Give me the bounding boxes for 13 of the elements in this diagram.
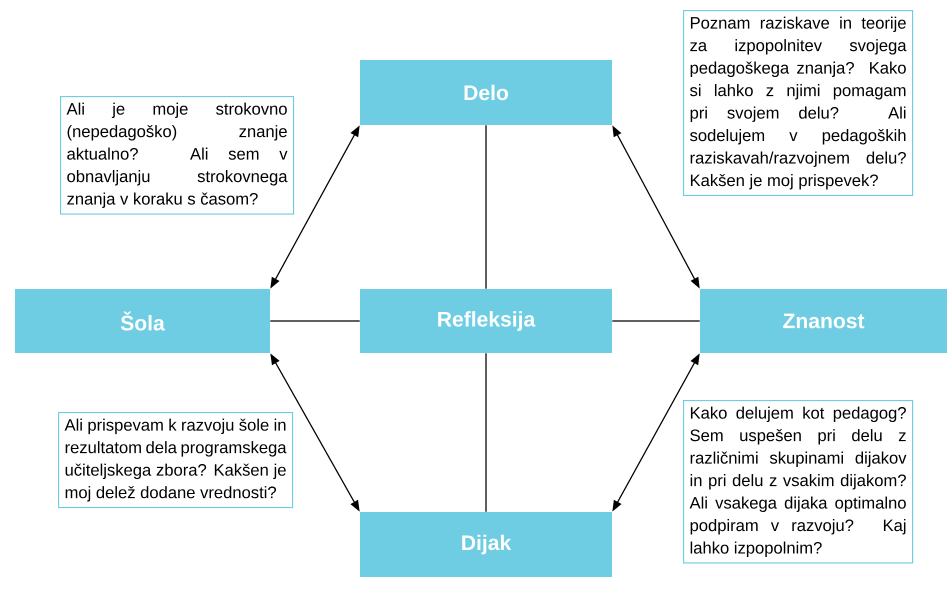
key-box: Šola (14, 289, 270, 353)
connector-line (485, 125, 487, 289)
question-box: Ali je moje strokovno (nepedagoško) znanje aktualno? Ali sem v obnavljanju strokovnega znanja v koraku s časom? (60, 96, 294, 215)
key-box: Delo (360, 60, 612, 125)
question-box: Poznam raziskave in teorije za izpopolnitev svojega pedagoškega znanja? Kako si lahko z njimi pomagam pri svojem delu? Ali sodelujem v pedagoških raziskavah/razvojnem delu? Kakšen je moj prispevek? (683, 10, 914, 196)
connector-line (270, 320, 360, 322)
question-box: Ali prispevam k razvoju šole in rezultatom dela programskega učiteljskega zbora? Kakšen je moj delež dodane vrednosti? (58, 412, 294, 508)
connector-line (612, 320, 700, 322)
connector-line (485, 353, 487, 512)
key-box: Dijak (360, 512, 612, 578)
key-box: Refleksija (360, 289, 612, 353)
key-box: Znanost (700, 289, 947, 353)
question-box: Kako delujem kot pedagog? Sem uspešen pri delu z različnimi skupinami dijakov in pri delu z vsakim dijakom? Ali vsakega dijaka optimalno podpiram v razvoju? Kaj lahko izpopolnim? (683, 400, 914, 564)
